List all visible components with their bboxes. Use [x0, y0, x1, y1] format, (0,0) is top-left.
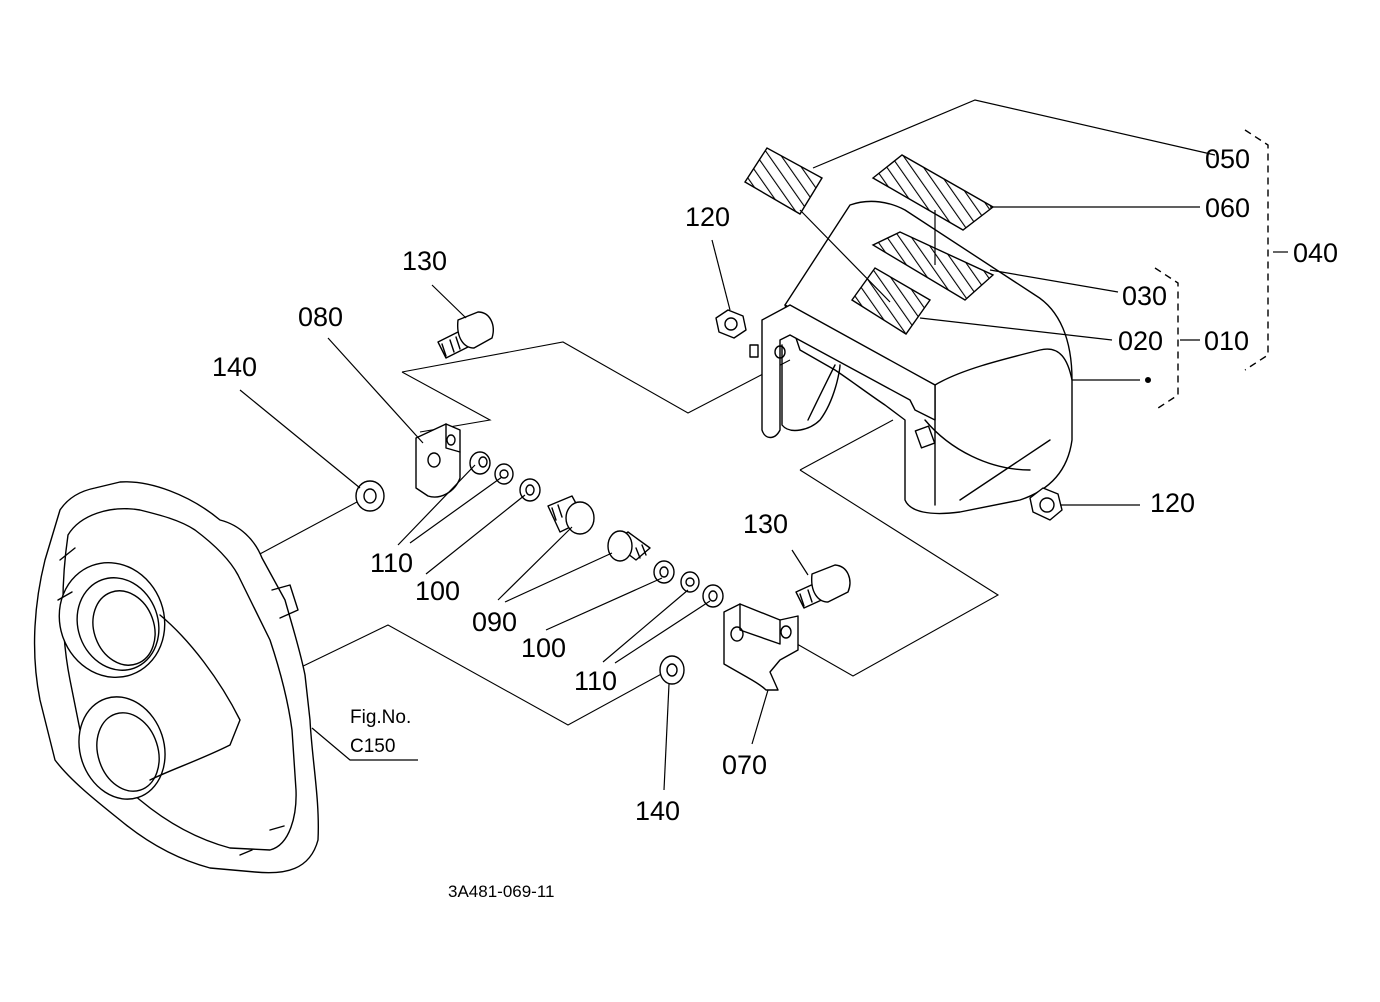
label-040: 040	[1293, 238, 1338, 268]
label-070: 070	[722, 750, 767, 780]
bolt-090-a	[547, 495, 595, 535]
label-030: 030	[1122, 281, 1167, 311]
figure-reference: Fig.No. C150	[350, 707, 411, 757]
bracket-070	[723, 603, 799, 691]
washer-110-left	[494, 463, 514, 485]
assembly-outline-lines	[257, 341, 1000, 726]
label-060: 060	[1205, 193, 1250, 223]
drawing-code: 3A481-069-11	[448, 882, 555, 901]
decal-050	[744, 147, 823, 215]
part-labels: 050 060 040 030 020 010 120 120 130 130 …	[212, 144, 1338, 826]
washer-110-right-b	[702, 584, 724, 608]
bracket-010	[1154, 267, 1179, 411]
bolt-090-b	[607, 530, 651, 562]
label-130-top: 130	[402, 246, 447, 276]
label-140-left: 140	[212, 352, 257, 382]
label-050: 050	[1205, 144, 1250, 174]
label-010: 010	[1204, 326, 1249, 356]
washer-140-bottom	[659, 655, 685, 685]
nut-120-top	[715, 309, 747, 339]
figure-ref-line2: C150	[350, 736, 395, 757]
label-130-mid: 130	[743, 509, 788, 539]
bolt-130-mid	[795, 564, 851, 609]
label-120-top: 120	[685, 202, 730, 232]
bolt-130-top	[437, 311, 494, 359]
gear-case	[33, 481, 320, 874]
leader-lines	[239, 99, 1288, 791]
washer-100-right	[653, 560, 675, 584]
bracket-040	[1244, 129, 1269, 371]
hardware-parts	[355, 309, 1063, 691]
label-100-right: 100	[521, 633, 566, 663]
washer-110-right-a	[680, 571, 700, 593]
label-110-right: 110	[574, 666, 617, 696]
bracket-080	[415, 423, 461, 498]
group-brackets	[1154, 129, 1269, 411]
cover-housing	[749, 200, 1073, 515]
figure-ref-line1: Fig.No.	[350, 707, 411, 728]
label-100-left: 100	[415, 576, 460, 606]
label-120-right: 120	[1150, 488, 1195, 518]
label-020: 020	[1118, 326, 1163, 356]
washer-140-left	[355, 480, 385, 512]
reference-dot	[1145, 377, 1151, 383]
label-080: 080	[298, 302, 343, 332]
label-090: 090	[472, 607, 517, 637]
nut-120-right	[1029, 487, 1063, 521]
label-110-left: 110	[370, 548, 413, 578]
label-140-bottom: 140	[635, 796, 680, 826]
washer-100-left	[519, 478, 541, 502]
decal-030	[871, 231, 995, 301]
